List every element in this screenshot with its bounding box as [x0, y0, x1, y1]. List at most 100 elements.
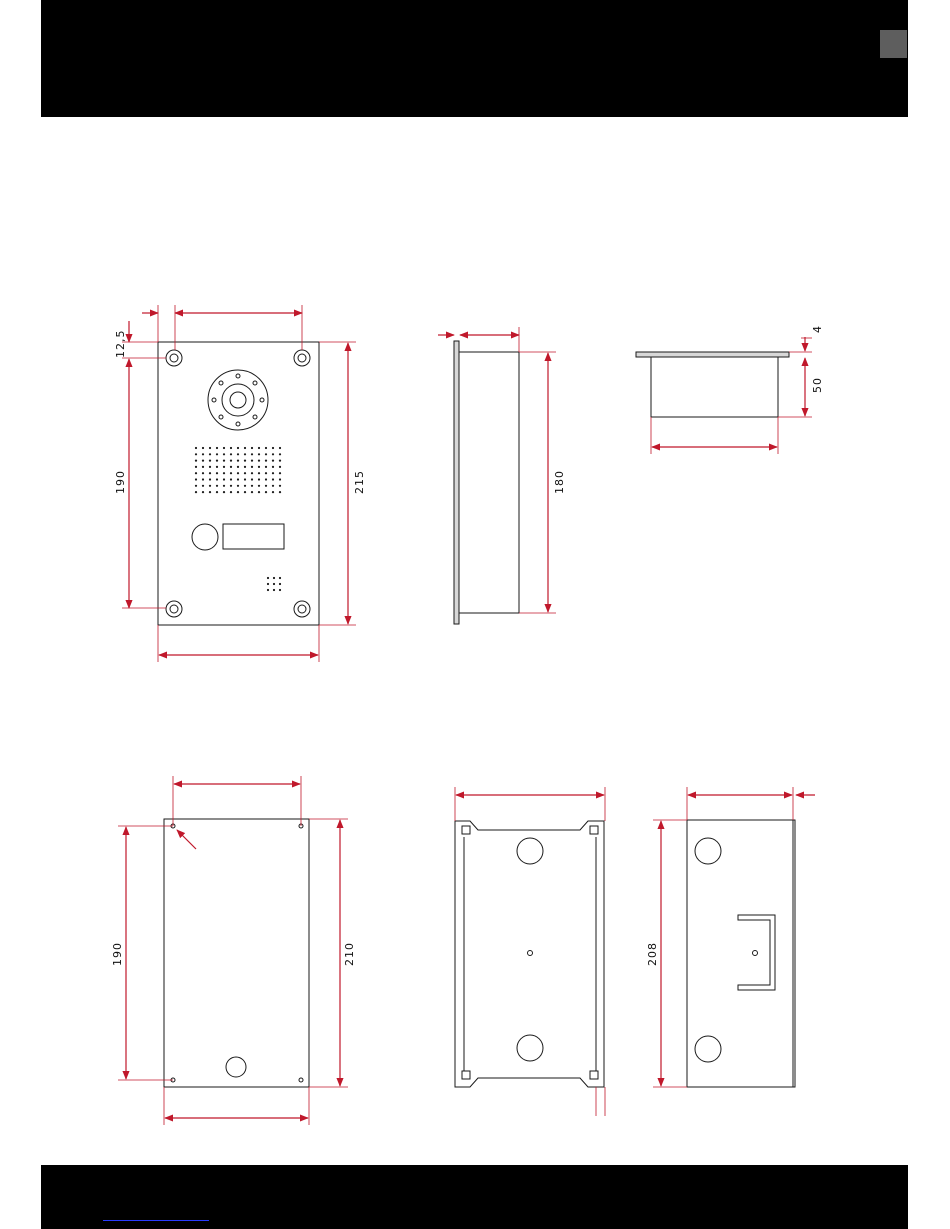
top-box — [651, 357, 778, 417]
grille-dot — [258, 485, 260, 487]
mic-dot — [273, 577, 275, 579]
grille-dot — [279, 478, 281, 480]
grille-dot — [209, 453, 211, 455]
speaker-grille-icon — [195, 447, 281, 493]
grille-dot — [272, 460, 274, 462]
grille-dot — [223, 460, 225, 462]
grille-dot — [216, 453, 218, 455]
grille-dot — [279, 485, 281, 487]
mic-dot — [279, 589, 281, 591]
grille-dot — [258, 460, 260, 462]
dimension-box-hole-spacing: 190 — [111, 942, 124, 966]
grille-dot — [258, 453, 260, 455]
grille-dot — [230, 478, 232, 480]
grille-dot — [265, 472, 267, 474]
grille-dot — [279, 447, 281, 449]
grille-dot — [258, 447, 260, 449]
grille-dot — [202, 460, 204, 462]
grille-dot — [202, 478, 204, 480]
grille-dot — [195, 478, 197, 480]
grille-dot — [237, 447, 239, 449]
grille-dot — [279, 453, 281, 455]
corner-clip-icon — [590, 1071, 598, 1079]
mic-dot — [273, 589, 275, 591]
microphone-icon — [267, 577, 281, 591]
mic-dot — [273, 583, 275, 585]
back-box-view — [455, 821, 604, 1087]
grille-dot — [209, 447, 211, 449]
grille-dot — [251, 460, 253, 462]
grille-dot — [195, 491, 197, 493]
grille-dot — [251, 472, 253, 474]
knockout-hole-icon — [695, 1036, 721, 1062]
screw-hole-icon — [166, 350, 182, 366]
grille-dot — [272, 478, 274, 480]
grille-dot — [216, 466, 218, 468]
grille-dot — [265, 478, 267, 480]
grille-dot — [223, 453, 225, 455]
top-view — [636, 352, 789, 417]
grille-dot — [209, 472, 211, 474]
mic-dot — [267, 577, 269, 579]
mounting-box-outline — [164, 819, 309, 1087]
rear-box-outline — [687, 820, 795, 1087]
grille-dot — [237, 491, 239, 493]
grille-dot — [265, 460, 267, 462]
mic-dot — [279, 577, 281, 579]
grille-dot — [279, 472, 281, 474]
grille-dot — [258, 478, 260, 480]
grille-dot — [223, 485, 225, 487]
grille-dot — [230, 460, 232, 462]
grille-dot — [209, 478, 211, 480]
grille-dot — [223, 447, 225, 449]
grille-dot — [265, 447, 267, 449]
mounting-hole-icon — [299, 1078, 303, 1082]
back-box-dimensions — [455, 787, 605, 1116]
grille-dot — [195, 472, 197, 474]
front-view — [158, 342, 319, 625]
grille-dot — [258, 472, 260, 474]
dimension-side-height: 180 — [553, 470, 566, 494]
grille-dot — [223, 472, 225, 474]
center-hole-icon — [528, 951, 533, 956]
grille-dot — [216, 491, 218, 493]
grille-dot — [258, 466, 260, 468]
grille-dot — [272, 485, 274, 487]
grille-dot — [216, 478, 218, 480]
grille-dot — [237, 466, 239, 468]
grille-dot — [244, 491, 246, 493]
screw-hole-icon — [294, 601, 310, 617]
mic-dot — [279, 583, 281, 585]
grille-dot — [209, 466, 211, 468]
grille-dot — [265, 453, 267, 455]
grille-dot — [244, 453, 246, 455]
side-box — [459, 352, 519, 613]
dimension-top-plate-thickness: 4 — [811, 325, 824, 333]
corner-clip-icon — [590, 826, 598, 834]
grille-dot — [195, 466, 197, 468]
back-box-outline — [455, 821, 604, 1087]
grille-dot — [244, 460, 246, 462]
grille-dot — [209, 491, 211, 493]
center-hole-icon — [753, 951, 758, 956]
side-view — [454, 341, 519, 624]
grille-dot — [251, 447, 253, 449]
cable-entry-icon — [226, 1057, 246, 1077]
grille-dot — [279, 491, 281, 493]
knockout-hole-icon — [517, 838, 543, 864]
dimension-rear-height: 208 — [646, 942, 659, 966]
rear-box-view — [687, 820, 795, 1087]
mounting-box-view — [164, 819, 309, 1087]
grille-dot — [216, 460, 218, 462]
grille-dot — [202, 466, 204, 468]
grille-dot — [237, 453, 239, 455]
grille-dot — [251, 485, 253, 487]
grille-dot — [272, 472, 274, 474]
top-front-plate — [636, 352, 789, 357]
grille-dot — [230, 472, 232, 474]
call-button-icon — [192, 524, 218, 550]
grille-dot — [195, 460, 197, 462]
grille-dot — [272, 466, 274, 468]
dimension-front-height: 215 — [353, 470, 366, 494]
